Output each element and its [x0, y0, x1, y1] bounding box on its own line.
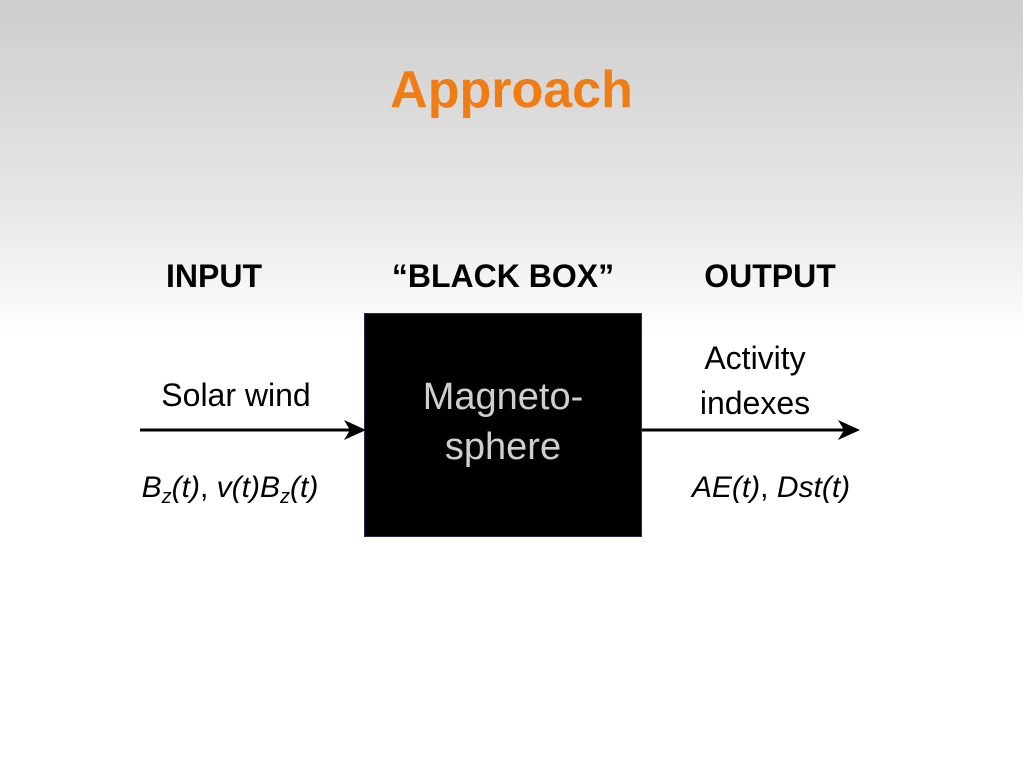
input-arrow: [140, 420, 366, 440]
output-formula-ae: AE(t): [691, 471, 761, 504]
output-arrow-head: [838, 420, 860, 440]
output-arrow: [642, 420, 860, 440]
input-formula-vb: v(t)B: [216, 471, 281, 504]
input-arrow-head: [344, 420, 366, 440]
box-label-line2: sphere: [444, 426, 562, 468]
input-formula-sep: ,: [200, 471, 217, 504]
output-label: Activity indexes: [655, 336, 855, 426]
input-formula-sub1: z: [161, 486, 172, 508]
output-heading: OUTPUT: [704, 258, 836, 294]
slide-title: Approach: [390, 61, 633, 119]
input-formula-b: B: [141, 471, 162, 504]
black-box: [364, 313, 642, 537]
output-formula: AE(t), Dst(t): [692, 470, 850, 506]
output-label-line1: Activity: [704, 340, 806, 376]
input-formula-t2: (t): [290, 471, 319, 504]
black-box-label: Magneto- sphere: [364, 372, 642, 472]
input-formula-sub2: z: [280, 486, 291, 508]
output-label-line2: indexes: [699, 385, 811, 421]
input-formula: Bz(t), v(t)Bz(t): [141, 470, 319, 508]
input-label: Solar wind: [161, 377, 311, 413]
input-heading: INPUT: [166, 258, 262, 294]
input-formula-t1: (t): [171, 471, 201, 504]
output-formula-dst: Dst(t): [776, 471, 851, 504]
output-formula-sep: ,: [760, 471, 777, 504]
box-label-line1: Magneto-: [422, 376, 584, 418]
black-box-heading: “BLACK BOX”: [391, 258, 615, 294]
